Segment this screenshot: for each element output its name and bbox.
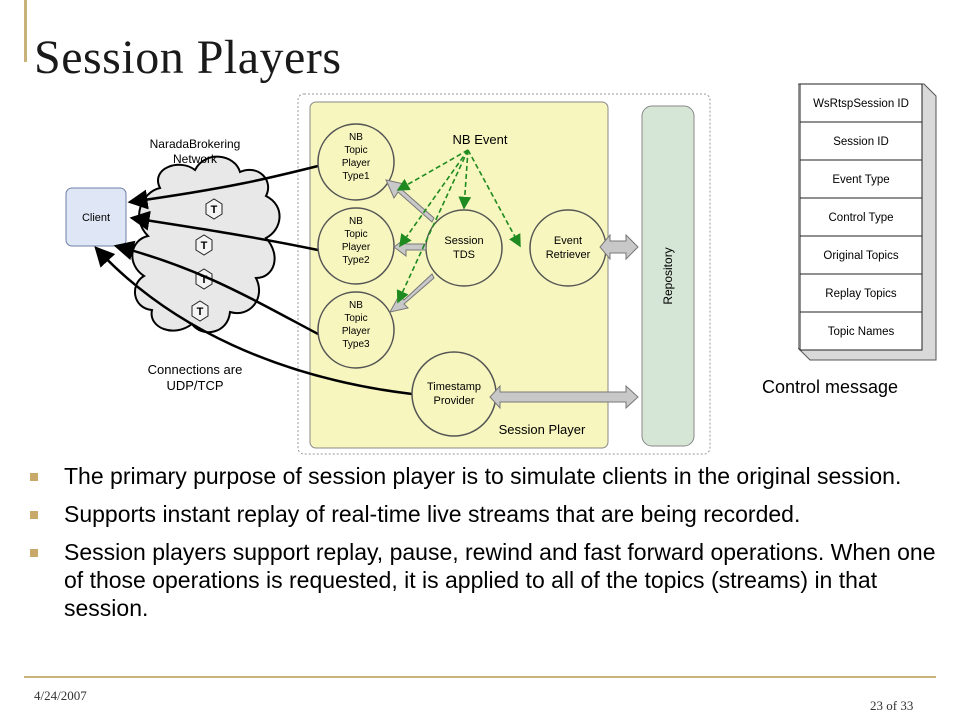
footer-divider [24, 676, 936, 678]
svg-text:NB: NB [349, 300, 363, 311]
session-player-outer-box [297, 93, 711, 455]
svg-text:T: T [201, 274, 208, 286]
svg-text:Topic: Topic [344, 313, 367, 324]
bullet-item: Supports instant replay of real-time liv… [30, 500, 940, 528]
topic-marker-4: T [191, 300, 209, 322]
bullet-square-icon [30, 549, 38, 557]
control-field-label: WsRtspSession ID [813, 98, 909, 110]
svg-text:Player: Player [342, 326, 371, 337]
svg-text:Timestamp: Timestamp [427, 381, 481, 393]
control-field-box [799, 197, 923, 237]
control-field-box [799, 311, 923, 351]
control-field-label: Original Topics [823, 250, 898, 262]
svg-text:Session: Session [444, 235, 483, 247]
network-label-line2: Network [173, 152, 218, 166]
bullet-list: The primary purpose of session player is… [30, 462, 940, 632]
svg-text:T: T [197, 306, 204, 318]
footer-page-number: 23 of 33 [870, 698, 914, 713]
svg-text:T: T [201, 240, 208, 252]
session-player-label: Session Player [499, 422, 586, 437]
svg-text:Topic: Topic [344, 145, 367, 156]
svg-text:TDS: TDS [453, 249, 475, 261]
control-field-label: Topic Names [828, 326, 895, 338]
svg-text:NB: NB [349, 132, 363, 143]
control-field-label: Event Type [832, 174, 889, 186]
client-box [65, 187, 127, 247]
control-field-box [799, 273, 923, 313]
bullet-text: Session players support replay, pause, r… [64, 539, 936, 621]
control-field-label: Replay Topics [825, 288, 897, 300]
svg-text:Provider: Provider [434, 395, 475, 407]
svg-text:Retriever: Retriever [546, 249, 591, 261]
bullet-square-icon [30, 473, 38, 481]
control-field-box [799, 159, 923, 199]
control-field-box [799, 235, 923, 275]
topic-marker-2: T [195, 234, 213, 256]
network-label-line1: NaradaBrokering [150, 137, 241, 151]
svg-text:T: T [211, 204, 218, 216]
topic-player-type1: NB Topic Player Type1 [317, 123, 395, 201]
session-tds-node: Session TDS [425, 209, 503, 287]
svg-text:Topic: Topic [344, 229, 367, 240]
slide-title: Session Players [34, 31, 342, 84]
control-message-caption: Control message [762, 377, 899, 397]
client-label: Client [82, 212, 110, 224]
session-player-architecture-diagram: Repository NaradaBrokering Network T T T… [65, 93, 711, 455]
topic-player-type2: NB Topic Player Type2 [317, 207, 395, 285]
svg-text:Player: Player [342, 158, 371, 169]
control-field-box [799, 121, 923, 161]
timestamp-provider-node: Timestamp Provider [411, 351, 497, 437]
event-retriever-node: Event Retriever [529, 209, 607, 287]
svg-text:NB: NB [349, 216, 363, 227]
control-field-label: Session ID [833, 136, 889, 148]
svg-text:Type2: Type2 [342, 255, 370, 266]
footer-date: 4/24/2007 [34, 688, 87, 703]
control-message-structure: WsRtspSession ID Session ID Event TypeCont… [798, 83, 937, 361]
topic-marker-1: T [205, 198, 223, 220]
bullet-text: The primary purpose of session player is… [64, 463, 902, 489]
svg-text:Event: Event [554, 235, 582, 247]
bullet-text: Supports instant replay of real-time liv… [64, 501, 801, 527]
control-field-box [799, 83, 923, 123]
svg-text:Player: Player [342, 242, 371, 253]
nb-event-label: NB Event [453, 132, 508, 147]
svg-text:Type3: Type3 [342, 339, 370, 350]
topic-player-type3: NB Topic Player Type3 [317, 291, 395, 369]
control-field-label: Control Type [829, 212, 894, 224]
bullet-square-icon [30, 511, 38, 519]
bullet-item: Session players support replay, pause, r… [30, 538, 940, 622]
repository-label: Repository [661, 247, 675, 304]
svg-text:Type1: Type1 [342, 171, 370, 182]
connections-line1: Connections are [148, 362, 243, 377]
bullet-item: The primary purpose of session player is… [30, 462, 940, 490]
title-accent-bar [24, 0, 27, 62]
connections-line2: UDP/TCP [166, 378, 223, 393]
repository-block [641, 105, 695, 447]
